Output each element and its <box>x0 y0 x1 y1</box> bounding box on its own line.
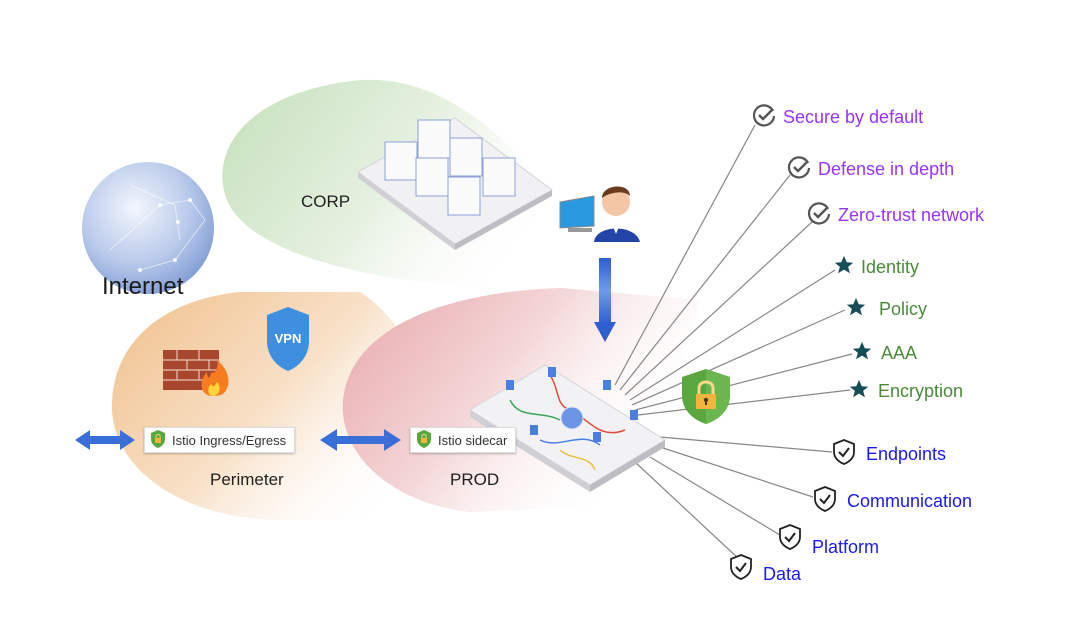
vpn-shield-icon: VPN <box>265 305 311 378</box>
globe-icon <box>82 162 214 294</box>
star-icon <box>848 378 870 405</box>
istio-ingress-egress-label: Istio Ingress/Egress <box>172 432 287 448</box>
line-endpoints <box>659 436 833 453</box>
protected-platform: Platform <box>778 523 879 557</box>
capability-identity: Identity <box>833 254 919 281</box>
check-circle-icon <box>786 154 812 185</box>
star-icon <box>851 340 873 367</box>
user-workstation-icon <box>558 180 644 251</box>
principle-defense-in-depth: Defense in depth <box>786 154 954 185</box>
istio-sidecar-label: Istio sidecar <box>438 432 508 448</box>
perimeter-label: Perimeter <box>210 470 284 489</box>
protected-communication: Communication <box>813 485 972 518</box>
shield-check-icon <box>832 438 856 471</box>
line-defense-in-depth <box>619 174 791 391</box>
principle-secure-by-default: Secure by default <box>751 102 923 133</box>
check-circle-icon <box>806 200 832 231</box>
server-farm-icon <box>357 117 553 250</box>
check-circle-icon <box>751 102 777 133</box>
lock-shield-icon <box>416 429 432 452</box>
line-communication <box>659 446 814 498</box>
line-aaa <box>634 353 853 411</box>
capability-aaa: AAA <box>851 340 917 367</box>
firewall-icon <box>163 350 233 403</box>
prod-label: PROD <box>450 470 500 489</box>
security-lock-shield-icon <box>680 367 732 430</box>
line-identity <box>629 269 836 401</box>
star-icon <box>845 296 867 323</box>
shield-check-icon <box>813 485 837 518</box>
corp-label: CORP <box>301 192 351 211</box>
shield-check-icon <box>778 523 802 556</box>
star-icon <box>833 254 855 281</box>
internet-double-arrow <box>75 430 135 450</box>
down-arrow <box>594 258 616 342</box>
connector-lines <box>614 124 853 561</box>
protected-endpoints: Endpoints <box>832 438 946 471</box>
line-encryption <box>637 389 851 416</box>
shield-check-icon <box>729 553 753 586</box>
lock-shield-icon <box>150 429 166 452</box>
istio-sidecar[interactable]: Istio sidecar <box>410 427 517 453</box>
line-zero-trust <box>624 221 813 396</box>
protected-data: Data <box>729 553 801 586</box>
internet-label: Internet <box>102 273 184 300</box>
line-platform <box>649 456 781 536</box>
perimeter-prod-double-arrow <box>320 429 401 451</box>
line-secure-by-default <box>614 124 756 386</box>
vpn-label: VPN <box>275 331 302 346</box>
istio-ingress-egress-gateway[interactable]: Istio Ingress/Egress <box>144 427 296 453</box>
principle-zero-trust-network: Zero-trust network <box>806 200 984 231</box>
line-policy <box>631 309 846 406</box>
capability-policy: Policy <box>845 296 927 323</box>
capability-encryption: Encryption <box>848 378 963 405</box>
line-data <box>634 461 741 561</box>
